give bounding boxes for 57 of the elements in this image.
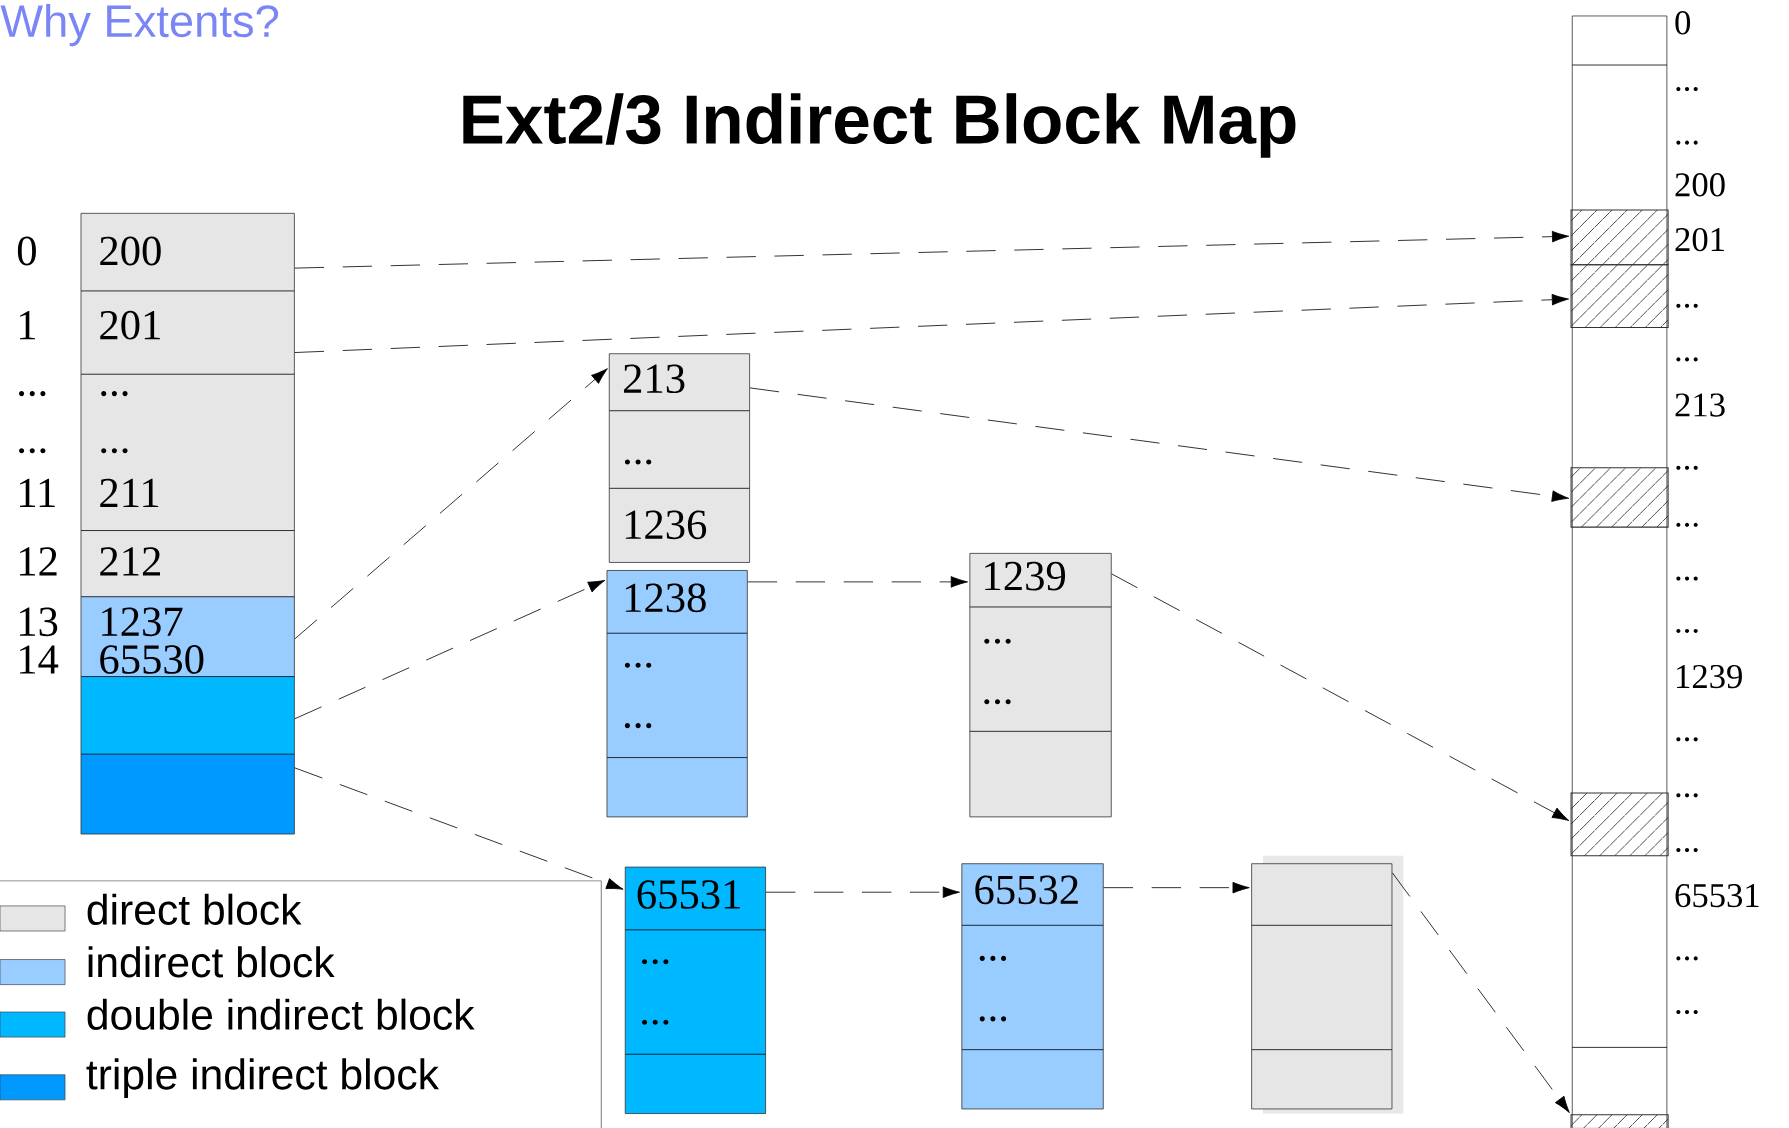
block-number: ... — [1676, 956, 1698, 961]
title: Ext2/3 Indirect Block Map — [463, 93, 1296, 158]
block-number: ... — [1676, 465, 1698, 470]
hatched-segment — [1570, 263, 1669, 328]
block-number: 0 — [1675, 10, 1691, 35]
arrow — [294, 767, 624, 890]
block-box: 65532 ... ... — [961, 863, 1104, 1110]
block-number: ... — [1676, 793, 1698, 798]
block-number: ... — [1676, 303, 1698, 308]
legend-label: indirect block — [88, 945, 335, 978]
arrow — [1391, 872, 1570, 1113]
arrow — [294, 293, 1570, 353]
block-number: 1239 — [1677, 664, 1742, 689]
slide-heading: Why Extents? — [0, 3, 279, 47]
arrow — [747, 575, 968, 588]
arrow — [749, 387, 1570, 502]
block-number: 213 — [1675, 393, 1725, 417]
block-number: 65531 — [1675, 883, 1759, 908]
arrow — [1111, 573, 1570, 821]
block-box: 1239 ... ... — [969, 552, 1112, 818]
block-number: ... — [1676, 86, 1698, 91]
hatched-segment — [1570, 792, 1669, 857]
block-stack: 200 201 ... ... 211 212 1237 65530 — [80, 212, 295, 835]
row-index: 11 — [20, 478, 55, 507]
block-number: ... — [1676, 847, 1698, 852]
legend-label: direct block — [87, 893, 302, 925]
block-number: 200 — [1675, 172, 1725, 197]
block-box: 65531 ... ... — [624, 866, 766, 1114]
block-number: ... — [1676, 1009, 1698, 1014]
row-index: 1 — [20, 310, 35, 340]
block-number: ... — [1676, 628, 1698, 633]
block-number: ... — [1676, 737, 1698, 742]
hatched-segment — [1570, 209, 1669, 266]
block-number: ... — [1676, 522, 1698, 527]
row-index: 12 — [20, 547, 57, 576]
arrow — [294, 368, 608, 640]
legend-label: double indirect block — [87, 998, 475, 1030]
block-number: 201 — [1675, 227, 1724, 252]
row-index: 14 — [20, 645, 59, 674]
disk-column — [1571, 15, 1668, 1128]
hatched-segment — [1570, 1113, 1669, 1128]
block-box — [1251, 855, 1404, 1114]
arrow — [294, 230, 1570, 269]
row-index: ... — [19, 447, 46, 453]
arrow — [294, 579, 606, 719]
row-index: 13 — [20, 607, 58, 636]
block-number: ... — [1676, 357, 1698, 362]
row-index: 0 — [17, 236, 36, 266]
legend-label: triple indirect block — [86, 1058, 439, 1098]
row-index: ... — [19, 390, 46, 396]
block-number: ... — [1676, 140, 1698, 145]
block-box: 1238 ... ... — [606, 569, 748, 818]
block-number: ... — [1676, 576, 1698, 581]
hatched-segment — [1570, 467, 1669, 528]
arrow — [1103, 881, 1250, 894]
arrow — [765, 886, 960, 898]
block-box: 213 ... 1236 — [608, 353, 750, 563]
